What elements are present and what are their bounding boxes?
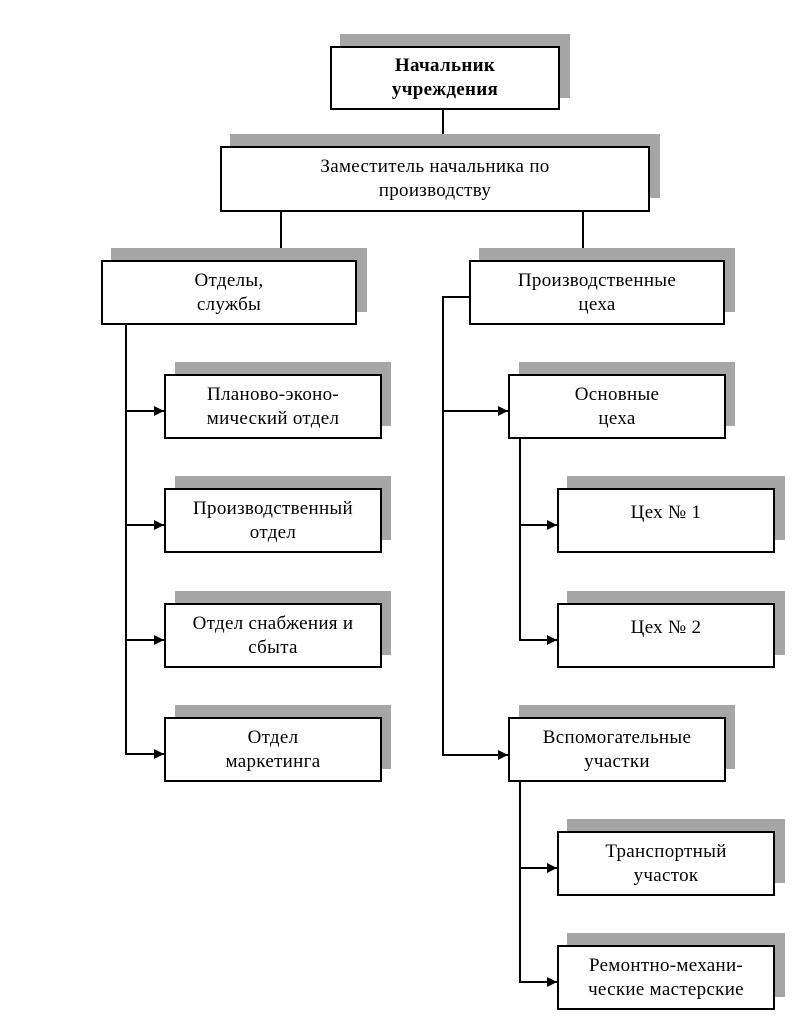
deputy-label: Заместитель начальника по производству [320, 156, 550, 201]
main-shops-box: Основные цеха [508, 374, 726, 439]
shop2-label: Цех № 2 [630, 616, 702, 638]
deputy-box: Заместитель начальника по производству [220, 146, 650, 212]
production-dept-label: Производственный отдел [193, 497, 353, 543]
shop1-box: Цех № 1 [557, 488, 775, 553]
left-trunk [125, 325, 164, 755]
departments-box: Отделы, службы [101, 260, 357, 325]
head-label: Начальник учреждения [391, 55, 499, 100]
transport-label: Транспортный участок [605, 840, 727, 886]
head-box: Начальник учреждения [330, 46, 560, 110]
auxiliary-label: Вспомогательные участки [542, 726, 692, 772]
repair-label: Ремонтно-механи- ческие мастерские [588, 954, 744, 1000]
repair-box: Ремонтно-механи- ческие мастерские [557, 945, 775, 1010]
supply-box: Отдел снабжения и сбыта [164, 603, 382, 668]
auxiliary-trunk [519, 782, 540, 983]
supply-label: Отдел снабжения и сбыта [192, 612, 354, 658]
production-shops-box: Производственные цеха [469, 260, 725, 325]
auxiliary-box: Вспомогательные участки [508, 717, 726, 782]
main-shops-label: Основные цеха [574, 383, 660, 429]
departments-label: Отделы, службы [194, 269, 264, 315]
transport-box: Транспортный участок [557, 831, 775, 896]
main-shops-trunk [519, 439, 540, 641]
right-trunk [442, 296, 508, 756]
planning-label: Планово-эконо- мический отдел [206, 383, 340, 429]
shop2-box: Цех № 2 [557, 603, 775, 668]
marketing-box: Отдел маркетинга [164, 717, 382, 782]
shop1-label: Цех № 1 [630, 501, 702, 523]
marketing-label: Отдел маркетинга [225, 726, 321, 772]
planning-box: Планово-эконо- мический отдел [164, 374, 382, 439]
production-dept-box: Производственный отдел [164, 488, 382, 553]
production-shops-label: Производственные цеха [517, 269, 677, 315]
